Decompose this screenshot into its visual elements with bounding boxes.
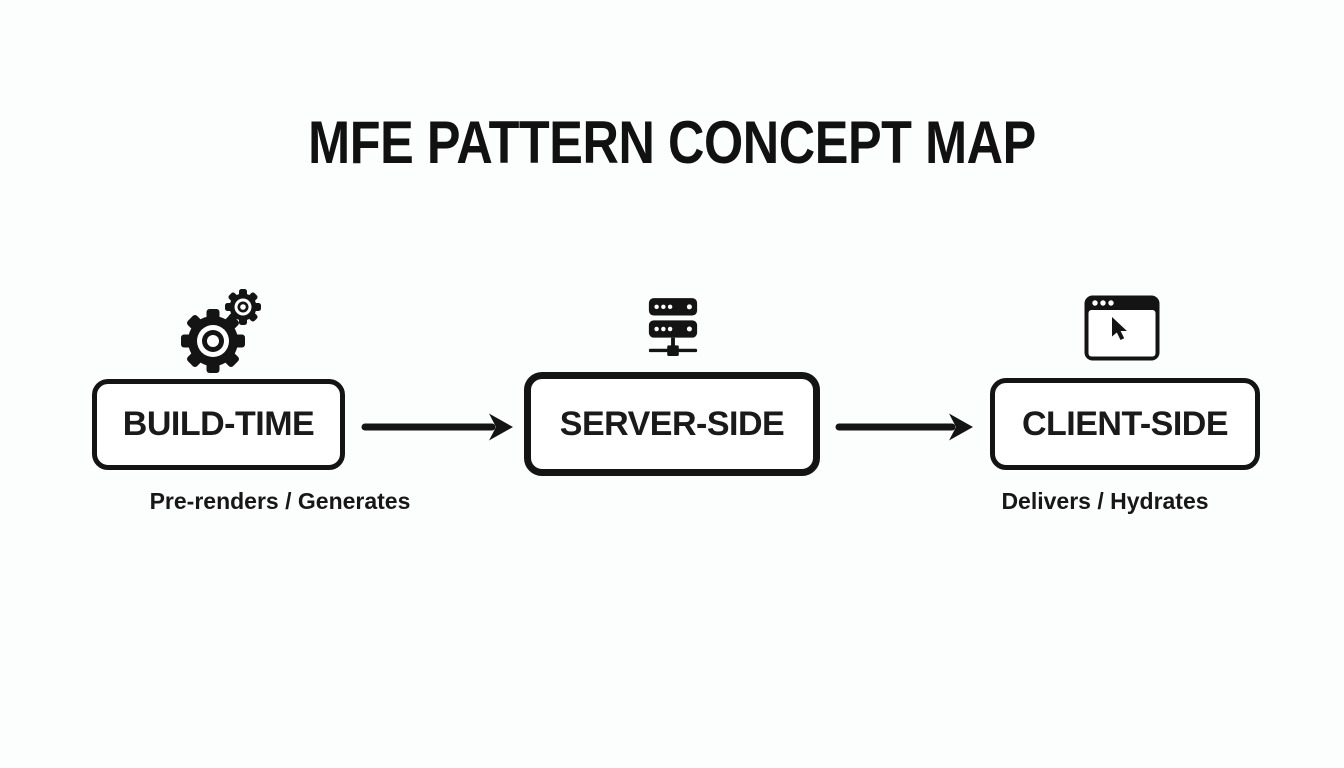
page-title: MFE PATTERN CONCEPT MAP bbox=[308, 109, 1036, 176]
arrow-right-icon bbox=[361, 413, 513, 441]
cursor-arrow-icon bbox=[1112, 317, 1127, 340]
gears-icon bbox=[181, 289, 261, 373]
arrow-right-icon bbox=[835, 413, 973, 441]
node-build-time-label: BUILD-TIME bbox=[122, 405, 315, 443]
browser-cursor-icon bbox=[1084, 295, 1160, 361]
node-client-side-label: CLIENT-SIDE bbox=[1021, 404, 1229, 443]
node-client-side-caption: Delivers / Hydrates bbox=[1001, 488, 1209, 514]
node-server-side-label: SERVER-SIDE bbox=[559, 404, 785, 443]
server-rack-icon bbox=[648, 298, 698, 356]
node-build-time: BUILD-TIME bbox=[92, 379, 345, 470]
node-client-side: CLIENT-SIDE bbox=[990, 378, 1260, 470]
node-server-side: SERVER-SIDE bbox=[524, 372, 820, 476]
node-build-time-caption: Pre-renders / Generates bbox=[149, 488, 411, 514]
